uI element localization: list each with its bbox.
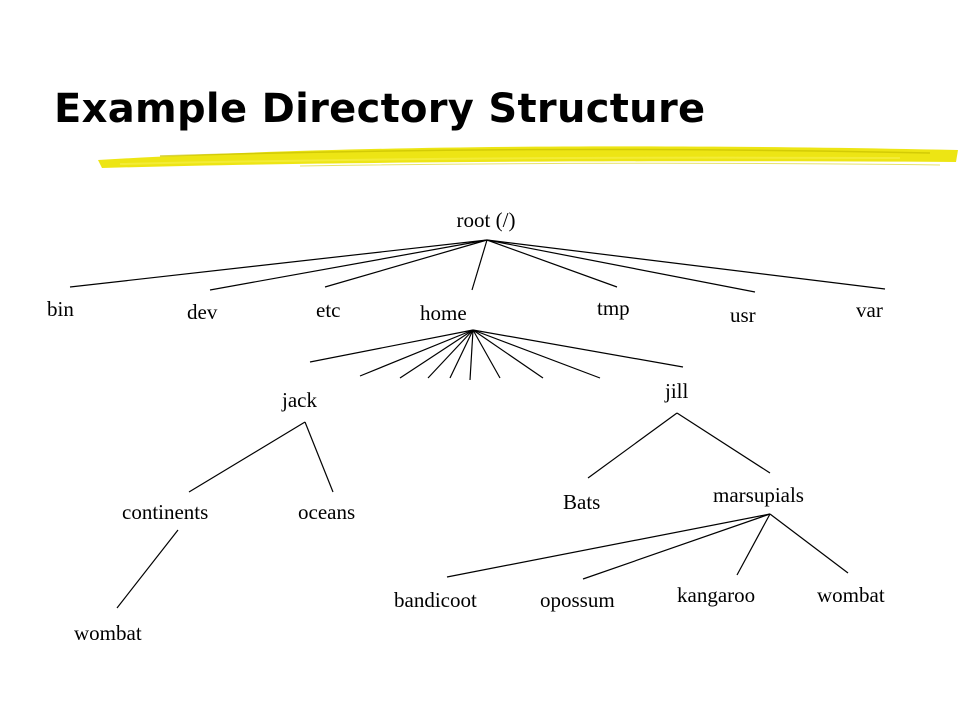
node-var: var: [856, 298, 883, 322]
node-wombat-jill: wombat: [817, 583, 885, 607]
node-tmp: tmp: [597, 296, 630, 320]
jill-edges: [587, 412, 771, 479]
node-bats: Bats: [563, 490, 600, 514]
node-bandicoot: bandicoot: [394, 588, 477, 612]
node-continents: continents: [122, 500, 208, 524]
node-bin: bin: [47, 297, 74, 321]
node-root: root (/): [457, 208, 516, 232]
node-etc: etc: [316, 298, 340, 322]
node-wombat-jack: wombat: [74, 621, 142, 645]
root-edges: [69, 239, 886, 293]
node-dev: dev: [187, 300, 218, 324]
node-usr: usr: [730, 303, 756, 327]
marsupials-edges: [446, 513, 849, 580]
node-opossum: opossum: [540, 588, 615, 612]
node-kangaroo: kangaroo: [677, 583, 755, 607]
node-jack: jack: [281, 388, 317, 412]
node-jill: jill: [664, 379, 689, 403]
slide-title: Example Directory Structure: [54, 86, 706, 132]
node-home: home: [420, 301, 467, 325]
home-edges: [309, 329, 684, 381]
node-marsupials: marsupials: [713, 483, 804, 507]
title-underline-accent: [98, 146, 958, 168]
jack-edges: [116, 421, 334, 609]
node-oceans: oceans: [298, 500, 355, 524]
